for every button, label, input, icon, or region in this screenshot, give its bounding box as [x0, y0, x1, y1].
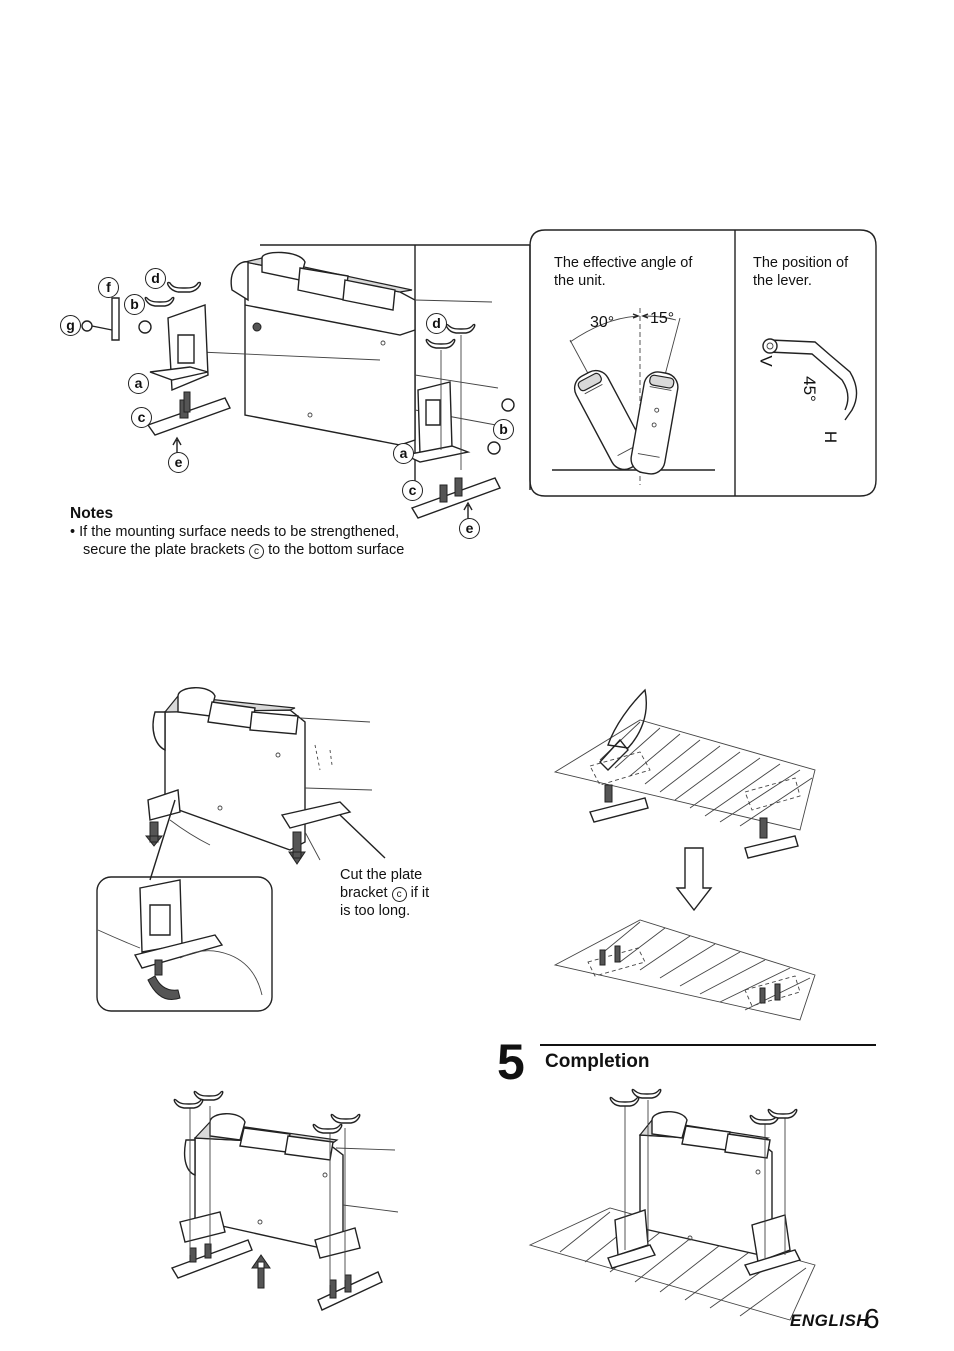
footer-language: ENGLISH	[790, 1311, 869, 1331]
page-number: 6	[864, 1303, 880, 1335]
